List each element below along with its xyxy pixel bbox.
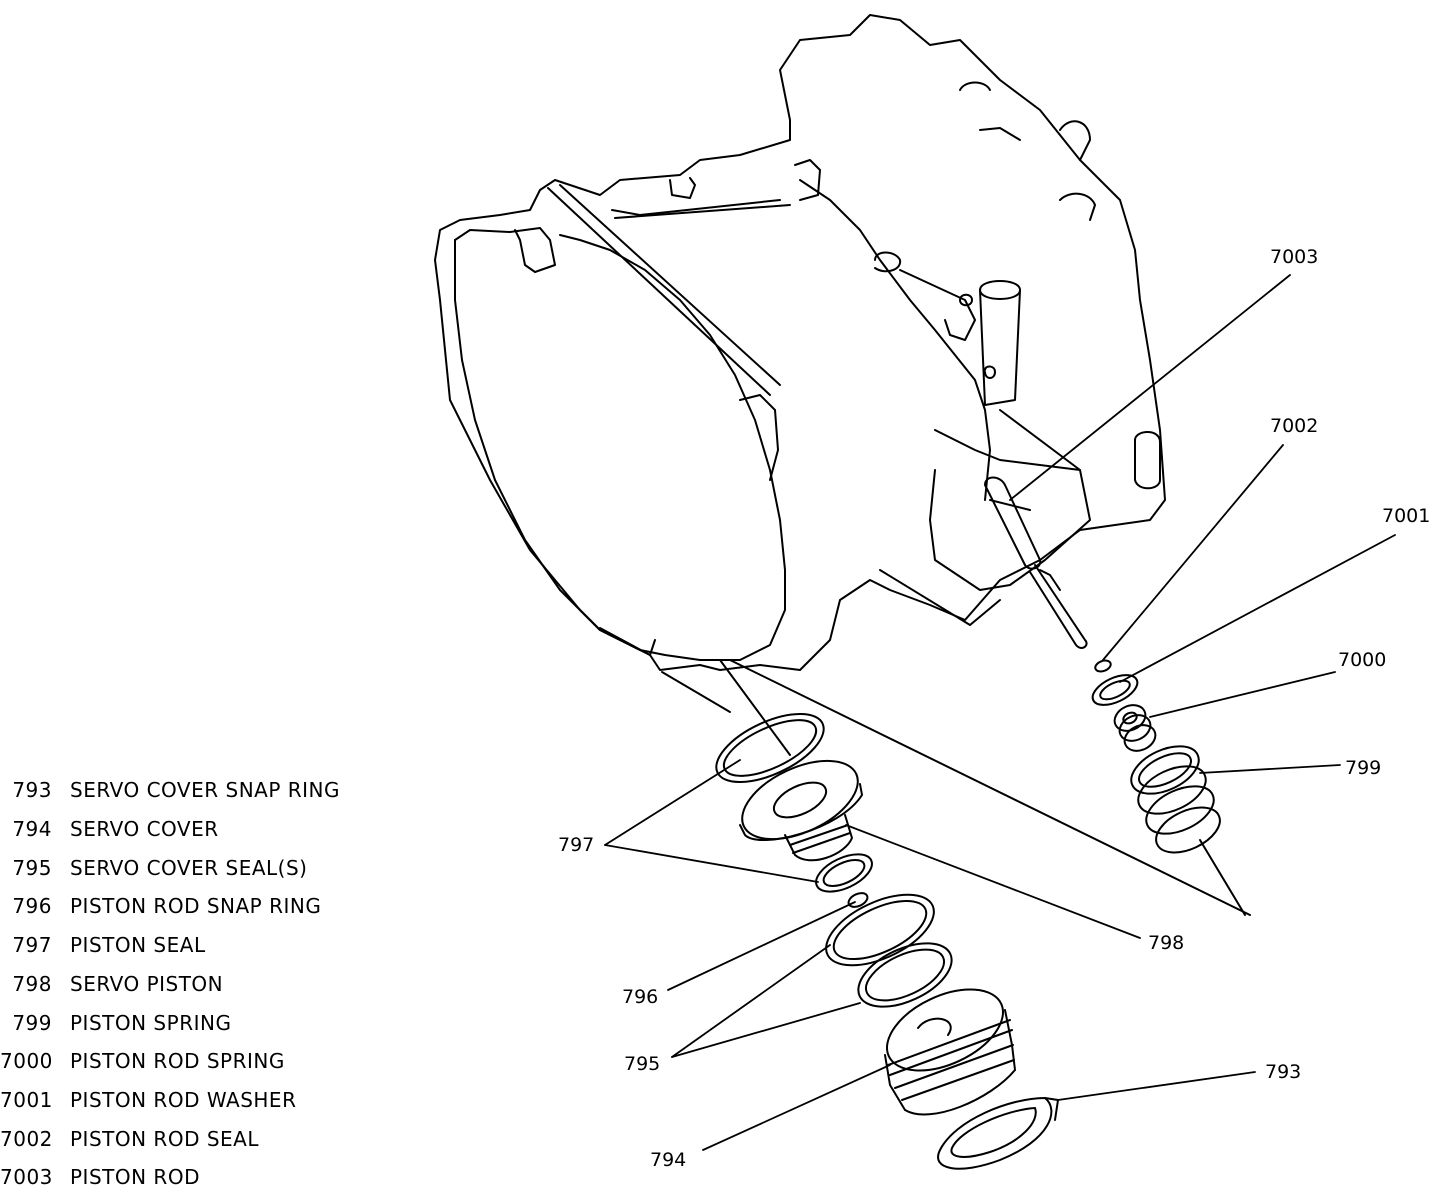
callout-7003: 7003 (1270, 246, 1319, 268)
callout-799: 799 (1345, 757, 1382, 779)
callout-793: 793 (1265, 1061, 1302, 1083)
legend-number: 798 (12, 972, 52, 996)
callout-794: 794 (650, 1149, 687, 1171)
callout-795: 795 (624, 1053, 661, 1075)
rod-spring-7000 (1113, 704, 1157, 752)
servo-cover-794 (884, 988, 1016, 1116)
piston-rod-shape (984, 476, 1088, 649)
rod-snap-ring-796 (847, 892, 869, 908)
legend-number: 795 (12, 856, 52, 880)
rod-seal-7002 (1094, 659, 1112, 673)
callout-7000: 7000 (1338, 649, 1387, 671)
legend-description: PISTON ROD (70, 1165, 200, 1189)
leader-lines (604, 274, 1396, 1151)
legend-number: 7001 (0, 1088, 53, 1112)
legend-description: SERVO PISTON (70, 972, 224, 996)
legend-description: PISTON SEAL (70, 933, 206, 957)
legend-number: 794 (12, 817, 52, 841)
callout-798: 798 (1148, 932, 1185, 954)
legend-number: 793 (12, 778, 52, 802)
transmission-case (434, 14, 1166, 671)
legend-number: 799 (12, 1011, 52, 1035)
callout-797: 797 (558, 834, 595, 856)
callout-7001: 7001 (1382, 505, 1431, 527)
legend-description: SERVO COVER SEAL(S) (70, 856, 308, 880)
legend-description: PISTON ROD WASHER (70, 1088, 297, 1112)
callout-796: 796 (622, 986, 659, 1008)
servo-piston-798 (739, 759, 863, 862)
legend-description: PISTON ROD SPRING (70, 1049, 285, 1073)
legend-number: 797 (12, 933, 52, 957)
legend-number: 7002 (0, 1127, 53, 1151)
legend-number: 7000 (0, 1049, 53, 1073)
legend-description: PISTON ROD SEAL (70, 1127, 259, 1151)
rod-washer-7001 (1091, 674, 1139, 706)
callout-7002: 7002 (1270, 415, 1319, 437)
piston-spring-799 (1130, 745, 1221, 854)
assembly-axis-lines (661, 659, 1251, 916)
legend-description: PISTON SPRING (70, 1011, 232, 1035)
legend-description: SERVO COVER SNAP RING (70, 778, 341, 802)
legend-description: SERVO COVER (70, 817, 219, 841)
cover-seals-795 (825, 893, 953, 1008)
legend-number: 796 (12, 894, 52, 918)
legend-number: 7003 (0, 1165, 53, 1189)
legend-description: PISTON ROD SNAP RING (70, 894, 322, 918)
